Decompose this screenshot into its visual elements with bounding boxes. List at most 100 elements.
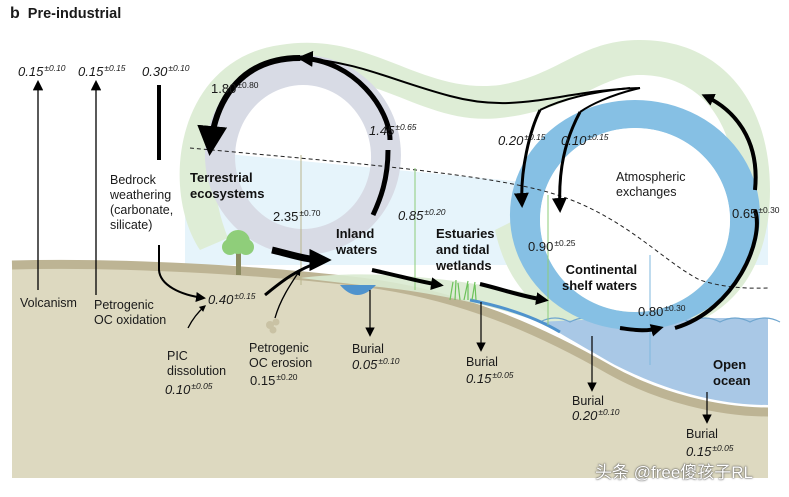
value-uncertainty: ±0.05 [492,370,514,380]
value-number: 1.45 [369,123,395,138]
value-number: 2.35 [273,209,299,224]
title-text: Pre-industrial [27,6,122,22]
value-uncertainty: ±0.25 [554,238,576,248]
burial-shelf-value: 0.20±0.10 [572,407,620,423]
atmosphere-inner [540,128,730,312]
flux-terrestrial-return-value: 1.45±0.65 [369,122,417,138]
region-estuaries-label: Estuaries and tidal wetlands [436,226,495,273]
region-shelf-label: Continental shelf waters [562,262,638,293]
flux-ocean-uptake-value: 0.65±0.30 [732,205,780,221]
arrow-ocean-uptake-upper [701,93,758,191]
value-number: 0.15 [466,371,492,386]
estuary-water [469,298,561,334]
value-uncertainty: ±0.05 [191,381,213,391]
value-uncertainty: ±0.80 [237,80,259,90]
inland-water-pond [340,285,376,295]
arrow-npp-uptake [197,55,301,156]
value-number: 1.80 [211,81,237,96]
value-number: 0.85 [398,208,424,223]
pic-label: PIC dissolution [167,349,227,378]
value-uncertainty: ±0.15 [234,291,256,301]
flux-inland-to-estuary-value: 0.85±0.20 [398,207,446,223]
flux-shelf-outgas-value: 0.10±0.15 [561,132,609,148]
land-edge [11,259,769,417]
pic-value: 0.10±0.05 [165,381,213,397]
land-mass [12,264,768,478]
value-uncertainty: ±0.10 [44,63,66,73]
arrow-pic [187,305,206,329]
value-uncertainty: ±0.15 [104,63,126,73]
burial-estuary-label: Burial [466,355,498,369]
value-uncertainty: ±0.20 [276,372,298,382]
burial-arrows [365,290,712,424]
value-number: 0.65 [732,206,758,221]
value-number: 0.20 [572,408,598,423]
value-number: 0.15 [18,64,44,79]
value-number: 0.40 [208,292,234,307]
value-uncertainty: ±0.30 [664,303,686,313]
burial-ocean-label: Burial [686,427,718,441]
petro-oxidation-label: Petrogenic OC oxidation [94,298,167,327]
value-number: 0.10 [561,133,587,148]
flux-npp-value: 1.80±0.80 [211,80,259,96]
atmosphere-boundary [189,147,771,289]
soil-export-value: 0.40±0.15 [208,291,256,307]
arrow-bedrock-lower [158,245,206,302]
value-number: 0.80 [638,304,664,319]
bedrock-value: 0.30±0.10 [142,63,190,79]
region-open-ocean-label: Open ocean [713,357,751,388]
arrow-terrestrial-return [299,55,393,141]
arrow-ocean-to-atmosphere-top [296,50,641,105]
value-uncertainty: ±0.20 [424,207,446,217]
value-uncertainty: ±0.70 [299,208,321,218]
grass-icon [449,279,477,301]
burial-inland-value: 0.05±0.10 [352,356,400,372]
value-uncertainty: ±0.10 [168,63,190,73]
petro-erosion-value: 0.15±0.20 [250,372,298,388]
petro-erosion-label: Petrogenic OC erosion [249,341,313,370]
value-uncertainty: ±0.10 [378,356,400,366]
arrow-estuary-top [539,87,631,111]
flux-estuary-outgas-value: 0.20±0.15 [498,132,546,148]
region-inland-label: Inland waters [336,226,378,257]
arrow-shelf-outgas [551,111,582,213]
terrestrial-ring [204,55,401,255]
petro-oxidation-value: 0.15±0.15 [78,63,126,79]
arrow-estuary-to-shelf [479,282,549,305]
value-number: 0.15 [686,444,712,459]
arrow-soil-export [264,260,321,297]
rock-icon [266,318,280,334]
volcanism-label: Volcanism [20,296,77,310]
burial-estuary-value: 0.15±0.05 [466,370,514,386]
flux-terr-to-inland-value: 2.35±0.70 [273,208,321,224]
flux-estuary-to-shelf-value: 0.90±0.25 [528,238,576,254]
arrow-shelf-to-ocean [619,324,664,337]
value-number: 0.20 [498,133,524,148]
source-arrows [32,79,102,295]
value-uncertainty: ±0.15 [524,132,546,142]
volcanism-value: 0.15±0.10 [18,63,66,79]
burial-inland-label: Burial [352,342,384,356]
arrow-terrestrial-return-lower [370,149,391,217]
value-uncertainty: ±0.05 [712,443,734,453]
arrow-terr-to-inland [271,246,332,272]
region-atmosphere-label: Atmospheric exchanges [616,170,686,199]
tree-icon [222,230,254,275]
value-uncertainty: ±0.30 [758,205,780,215]
value-uncertainty: ±0.10 [598,407,620,417]
value-uncertainty: ±0.65 [395,122,417,132]
flux-shelf-to-ocean-value: 0.80±0.30 [638,303,686,319]
bedrock-label: Bedrock weathering (carbonate, silicate) [110,173,174,232]
burial-shelf-label: Burial [572,394,604,408]
arrow-ocean-uptake [674,209,759,330]
burial-ocean-value: 0.15±0.05 [686,443,734,459]
panel-letter: b [10,5,20,22]
value-number: 0.30 [142,64,168,79]
value-uncertainty: ±0.15 [587,132,609,142]
open-ocean [540,318,768,405]
watermark: 头条 @free傻孩子RL [595,463,754,482]
value-number: 0.15 [78,64,104,79]
arrow-petro-erosion [274,268,301,319]
value-number: 0.10 [165,382,191,397]
